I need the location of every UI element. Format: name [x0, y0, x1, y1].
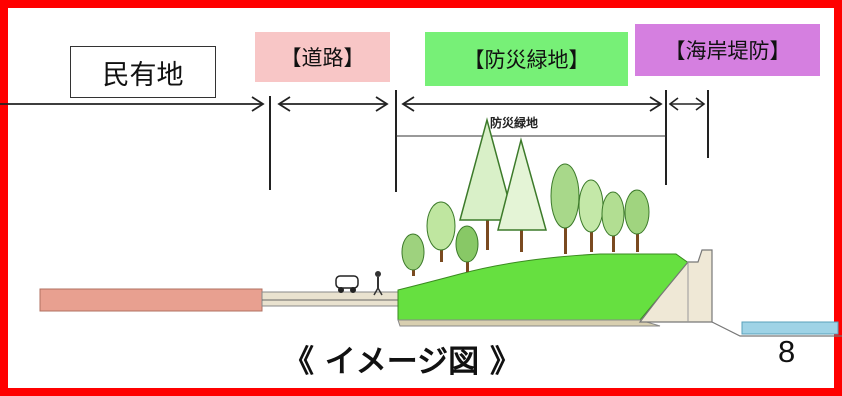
sea-water: [741, 321, 839, 335]
tree-icon: [455, 225, 479, 272]
tree-icon: [550, 163, 580, 254]
tree-icon: [601, 191, 625, 252]
left-frame-band: [0, 0, 4, 396]
private-land-ground: [39, 288, 263, 312]
arrow-road: [277, 96, 389, 112]
tree-icon: [624, 189, 650, 252]
seawall-label: 【海岸堤防】: [635, 24, 820, 76]
car-icon: [335, 275, 359, 293]
green-sub-label: 防災緑地: [490, 116, 539, 130]
arrow-seawall: [668, 97, 706, 111]
person-icon: [373, 271, 383, 296]
arrow-green: [401, 96, 663, 112]
tree-icon: [578, 179, 604, 252]
road-label: 【道路】: [255, 32, 390, 82]
tree-icon: [426, 201, 456, 262]
tree-icon: [401, 233, 425, 276]
sea-wall: [638, 249, 713, 323]
embankment-base: [397, 319, 661, 327]
disaster-green-label: 【防災緑地】: [425, 32, 628, 86]
green-embankment: [397, 253, 691, 321]
arrow-private: [0, 96, 265, 112]
image-caption: 《 イメージ図 》: [283, 344, 521, 380]
private-land-label: 民有地: [70, 46, 216, 98]
seaward-slope: [711, 321, 842, 337]
page-number: 8: [778, 334, 796, 369]
tree-icon: [497, 137, 547, 252]
tree-icon: [459, 117, 515, 250]
